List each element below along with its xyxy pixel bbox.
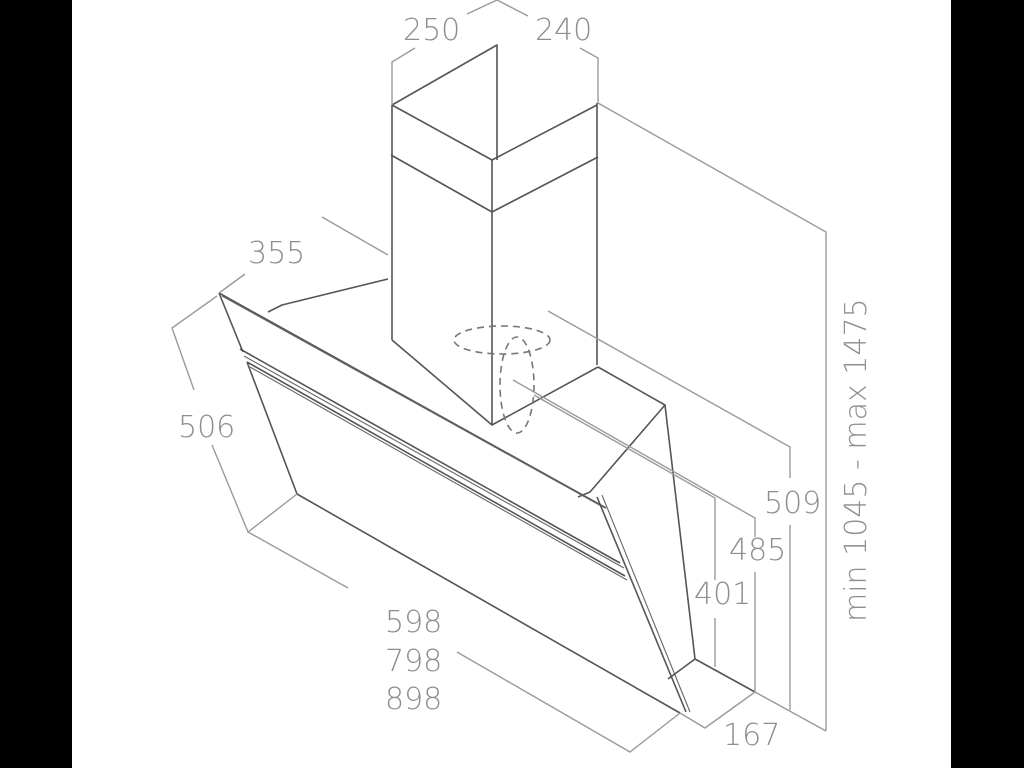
right-black-border [951, 0, 1024, 768]
dim-chimney-width: 240 [535, 13, 592, 48]
hood-body [218, 278, 756, 714]
hood-drawing: 250 240 355 506 598 798 898 167 509 485 … [171, 0, 874, 753]
dimension-lines [171, 0, 827, 753]
left-black-border [0, 0, 72, 768]
dim-height-509: 509 [764, 486, 821, 521]
dim-chimney-depth: 250 [403, 13, 460, 48]
dim-width-798: 798 [385, 644, 442, 679]
dim-height-401: 401 [694, 577, 751, 612]
dim-height-485: 485 [729, 533, 786, 568]
dim-base-depth: 167 [723, 718, 780, 753]
dimension-labels: 250 240 355 506 598 798 898 167 509 485 … [178, 13, 874, 753]
dim-total-height: min 1045 - max 1475 [839, 298, 874, 622]
dim-top-depth: 355 [248, 236, 305, 271]
dim-width-898: 898 [385, 682, 442, 717]
dim-hood-height: 506 [178, 410, 235, 445]
hidden-outlet [453, 325, 551, 434]
drawing-canvas: 250 240 355 506 598 798 898 167 509 485 … [72, 0, 951, 768]
chimney [390, 44, 599, 426]
dim-width-598: 598 [385, 605, 442, 640]
